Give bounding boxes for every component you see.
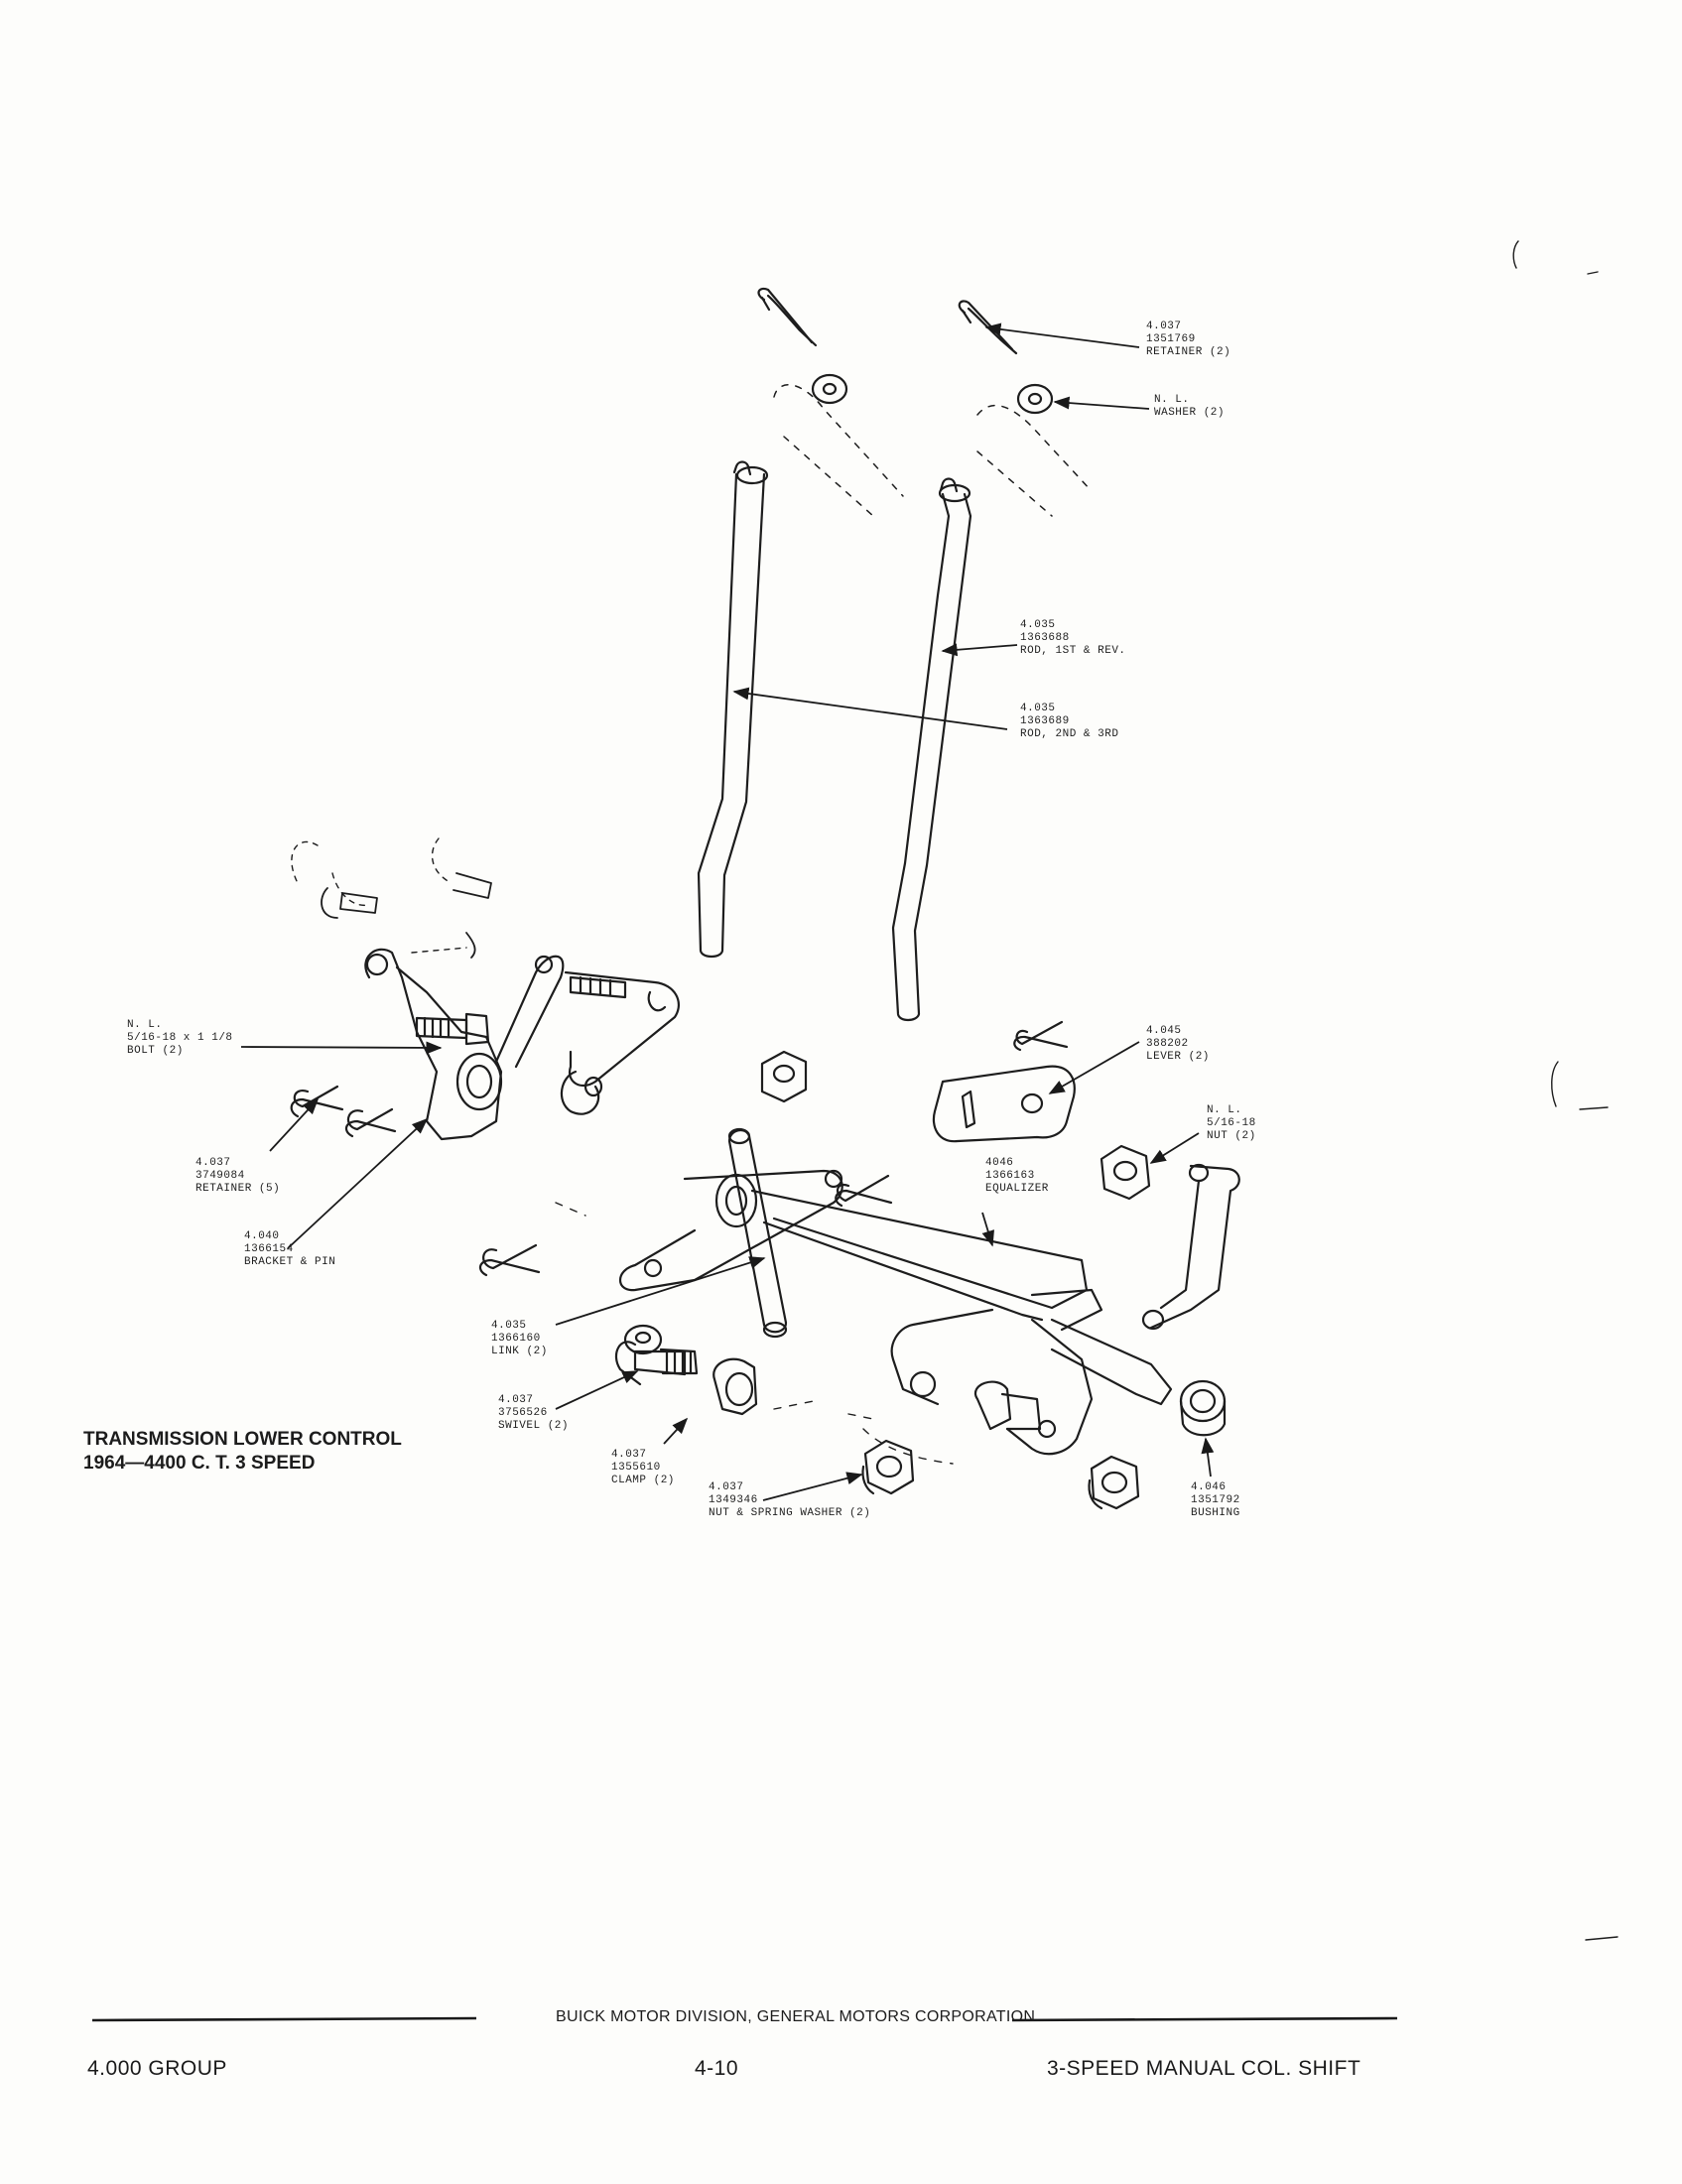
nut-right [1100, 1144, 1151, 1201]
callout-bushing: 4.046 1351792 BUSHING [1191, 1481, 1240, 1519]
nut-upper-center [760, 1050, 808, 1103]
retainer-clip-top-right [958, 300, 1018, 355]
callout-swivel: 4.037 3756526 SWIVEL (2) [498, 1394, 570, 1432]
footer-section: 3-SPEED MANUAL COL. SHIFT [1047, 2057, 1361, 2080]
callout-washer-top: N. L. WASHER (2) [1154, 394, 1226, 419]
swivel-clamp-right [973, 1380, 1042, 1431]
swivel-lower [614, 1324, 699, 1386]
equalizer [618, 1169, 1173, 1456]
phantom-lines-lower [555, 1202, 954, 1465]
washer-top-right [1016, 383, 1054, 415]
ghost-stud [321, 872, 492, 959]
link [727, 1127, 788, 1339]
nut-spring-washer-right [1088, 1455, 1140, 1510]
bushing [1179, 1379, 1227, 1437]
swivel-plate-upper [560, 970, 681, 1115]
retainer-clips-center [835, 1020, 1069, 1208]
callout-bolt: N. L. 5/16-18 x 1 1/8 BOLT (2) [127, 1019, 233, 1057]
diagram-title-line-1: TRANSMISSION LOWER CONTROL [83, 1429, 402, 1450]
rod-1st-rev [891, 477, 972, 1022]
callout-bracket-pin: 4.040 1366154 BRACKET & PIN [244, 1230, 336, 1268]
callout-lever: 4.045 388202 LEVER (2) [1146, 1025, 1210, 1063]
callout-equalizer: 4046 1366163 EQUALIZER [985, 1157, 1049, 1195]
bracket-and-pin [364, 948, 565, 1141]
footer-group: 4.000 GROUP [87, 2057, 227, 2080]
bolt-5-16 [415, 1012, 490, 1046]
retainer-clip-top-left [757, 287, 818, 347]
diagram-title-line-2: 1964—4400 C. T. 3 SPEED [83, 1453, 316, 1474]
footer-page-number: 4-10 [695, 2057, 739, 2080]
callout-retainer-left: 4.037 3749084 RETAINER (5) [195, 1157, 281, 1195]
callout-clamp: 4.037 1355610 CLAMP (2) [611, 1449, 675, 1486]
callout-rod-1st-rev: 4.035 1363688 ROD, 1ST & REV. [1020, 619, 1126, 657]
callout-nut-spring-washer: 4.037 1349346 NUT & SPRING WASHER (2) [709, 1481, 871, 1519]
callout-rod-2nd-3rd: 4.035 1363689 ROD, 2ND & 3RD [1020, 703, 1119, 740]
lever-plate [932, 1065, 1076, 1143]
callout-nut: N. L. 5/16-18 NUT (2) [1207, 1104, 1256, 1142]
retainer-clips-left [290, 1085, 541, 1277]
crank-rod-right [1141, 1163, 1240, 1331]
callout-link: 4.035 1366160 LINK (2) [491, 1320, 548, 1357]
clamp [712, 1357, 758, 1416]
leader-lines [240, 322, 1215, 1501]
diagram-title: TRANSMISSION LOWER CONTROL 1964—4400 C. … [83, 1428, 402, 1476]
phantom-lever-top [773, 384, 1093, 517]
rod-2nd-3rd [697, 460, 769, 959]
phantom-bolts [291, 837, 467, 954]
washer-top-left [811, 373, 848, 405]
footer-corporation: BUICK MOTOR DIVISION, GENERAL MOTORS COR… [556, 2008, 1036, 2025]
nut-spring-washer-left [861, 1439, 915, 1495]
callout-retainer-top: 4.037 1351769 RETAINER (2) [1146, 321, 1231, 358]
margin-marks [1512, 240, 1618, 1941]
footer-rules [91, 2016, 1398, 2022]
